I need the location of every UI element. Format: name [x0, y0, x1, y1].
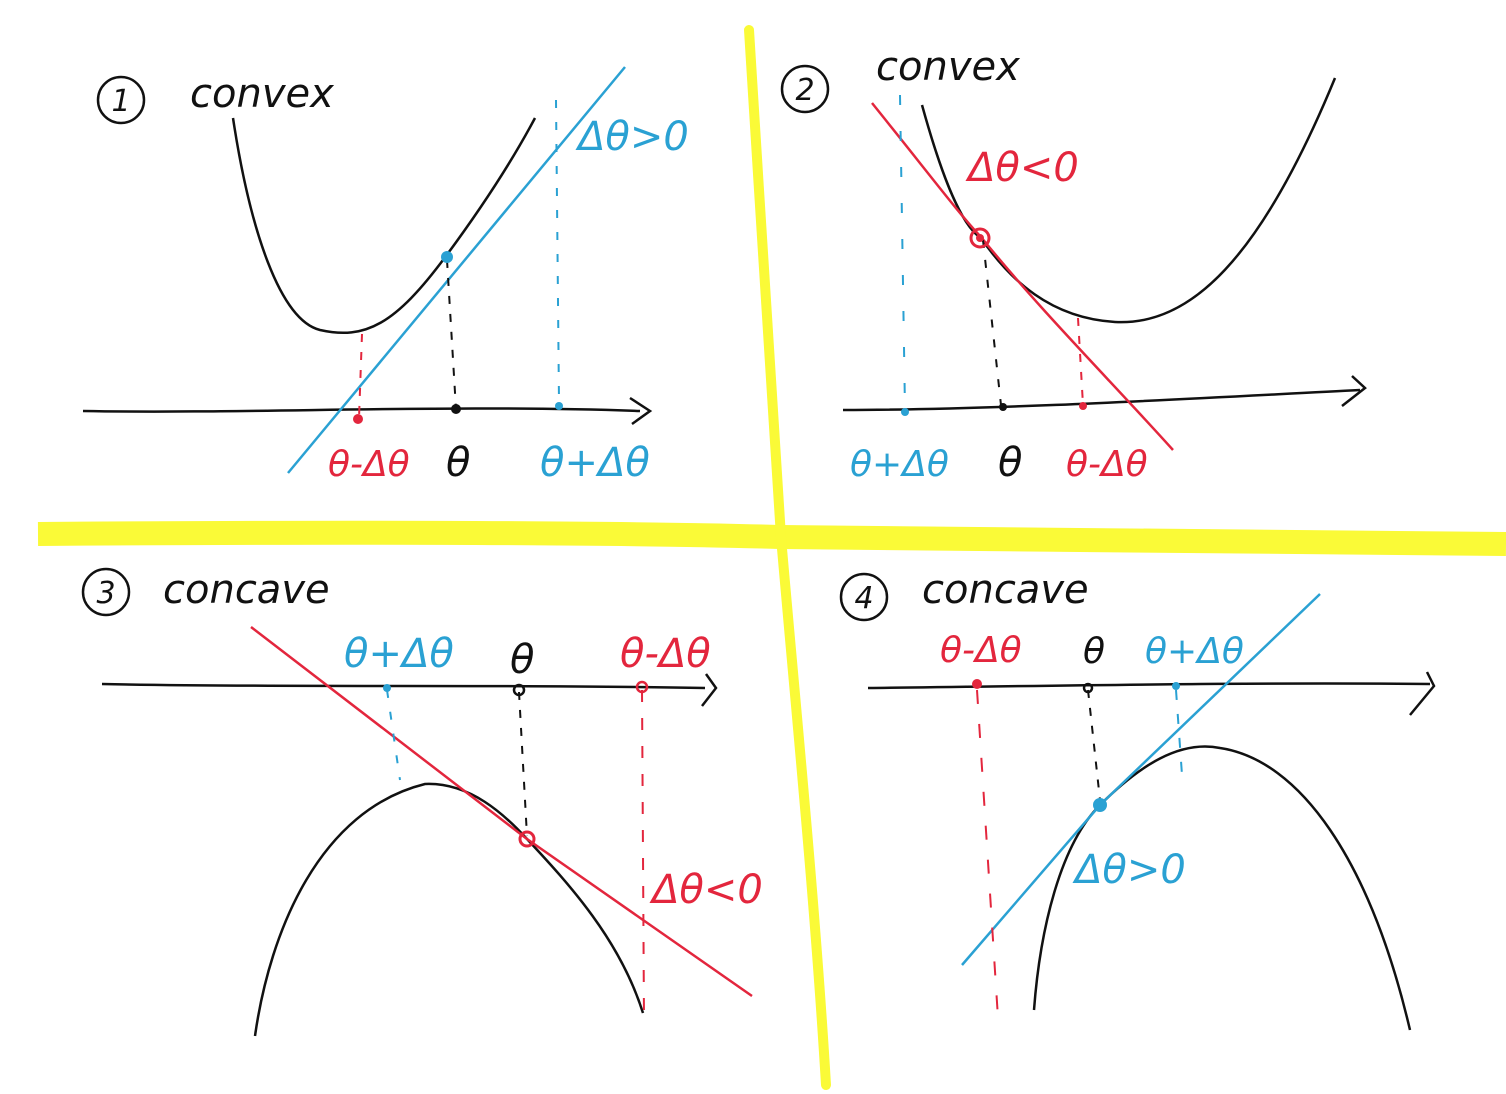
panel-4-axis-arrowhead: [1409, 671, 1436, 716]
panel-2-axis-arrowhead: [1341, 375, 1367, 407]
horizontal-divider: [37, 520, 1506, 556]
panel-2-title: convex: [876, 44, 1020, 90]
panel-4-tangent-point: [1093, 798, 1107, 812]
panel-1-right-label: θ+Δθ: [540, 440, 650, 486]
panel-3-title: concave: [163, 567, 330, 613]
panel-2-left-point: [901, 408, 909, 416]
panel-4-title: concave: [922, 567, 1089, 613]
panel-3-theta-label: θ: [510, 637, 534, 683]
panel-2-left-label: θ+Δθ: [850, 444, 949, 485]
panel-2: 2 convex Δθ<0 θ+Δθ θ θ-Δθ: [780, 44, 1367, 486]
panel-4-number-circle: [839, 572, 889, 622]
panel-3-concave-curve: [253, 782, 645, 1037]
panel-3-tangent-point: [518, 830, 536, 848]
panel-2-right-drop: [1077, 317, 1084, 406]
panel-1-theta-drop: [446, 259, 457, 410]
panel-4-theta-point: [1082, 682, 1094, 694]
panel-3-number: 3: [96, 576, 115, 611]
panel-1-right-point: [555, 402, 563, 410]
panel-2-right-label: θ-Δθ: [1066, 444, 1148, 485]
panel-4-x-axis: [867, 682, 1431, 690]
panel-4-number: 4: [854, 581, 873, 616]
panel-4-left-drop: [976, 689, 999, 1019]
panel-3-axis-arrowhead: [701, 673, 718, 707]
panel-2-convex-curve: [920, 77, 1337, 324]
panel-2-theta-point: [999, 403, 1007, 411]
panel-3: 3 concave Δθ<0 θ+Δθ θ θ-Δθ: [81, 567, 763, 1037]
panel-3-right-drop: [641, 689, 645, 1021]
panel-2-right-point: [1079, 402, 1087, 410]
panel-1-tangent-point: [441, 251, 453, 263]
panel-1-theta-label: θ: [446, 440, 470, 486]
panel-3-number-circle: [81, 567, 131, 617]
panel-3-right-point: [635, 680, 649, 694]
panel-2-x-axis: [842, 388, 1361, 412]
panel-1-number: 1: [111, 84, 130, 119]
panel-3-right-label: θ-Δθ: [620, 631, 711, 677]
panel-3-x-axis: [101, 682, 706, 690]
panel-2-tangent-point: [969, 227, 991, 249]
panel-2-tangent-point-center: [976, 234, 984, 242]
panel-1-left-point: [353, 414, 363, 424]
panel-3-tangent-line: [250, 626, 753, 998]
panel-1-axis-arrowhead: [629, 396, 653, 426]
panel-1-convex-curve: [231, 117, 537, 334]
panel-3-left-label: θ+Δθ: [344, 631, 454, 677]
panel-2-tangent-label: Δθ<0: [965, 145, 1079, 191]
panel-1-number-circle: [96, 75, 146, 125]
panel-1: 1 convex Δθ>0 θ-Δθ θ θ+Δθ: [82, 66, 689, 486]
panel-1-title: convex: [190, 71, 334, 117]
panel-2-theta-label: θ: [998, 440, 1022, 486]
panel-4-concave-curve: [1032, 745, 1412, 1031]
panel-3-theta-drop: [518, 691, 528, 837]
panel-4-theta-drop: [1087, 689, 1101, 801]
panel-4-right-label: θ+Δθ: [1145, 631, 1244, 672]
panel-4-tangent-label: Δθ>0: [1072, 847, 1186, 893]
panel-1-left-label: θ-Δθ: [328, 444, 410, 485]
panel-3-left-drop: [386, 689, 401, 781]
panel-1-theta-point: [451, 404, 461, 414]
panel-4-theta-label: θ: [1083, 631, 1105, 672]
panel-3-tangent-label: Δθ<0: [649, 867, 763, 913]
panel-1-left-drop: [358, 333, 363, 419]
panel-3-left-point: [383, 684, 391, 692]
panel-4-left-point: [972, 679, 982, 689]
panel-4-right-point: [1172, 682, 1180, 690]
panel-4-left-label: θ-Δθ: [940, 630, 1022, 671]
panel-3-theta-point: [512, 683, 526, 697]
panel-1-tangent-line: [287, 66, 626, 474]
panel-4: 4 concave Δθ>0 θ-Δθ θ θ+Δθ: [839, 567, 1436, 1031]
panel-1-tangent-label: Δθ>0: [575, 114, 689, 160]
vertical-divider: [744, 25, 831, 1090]
panel-2-number: 2: [795, 73, 814, 108]
panel-2-number-circle: [780, 64, 830, 114]
panel-1-right-drop: [555, 99, 560, 403]
panel-2-theta-drop: [982, 239, 1002, 406]
